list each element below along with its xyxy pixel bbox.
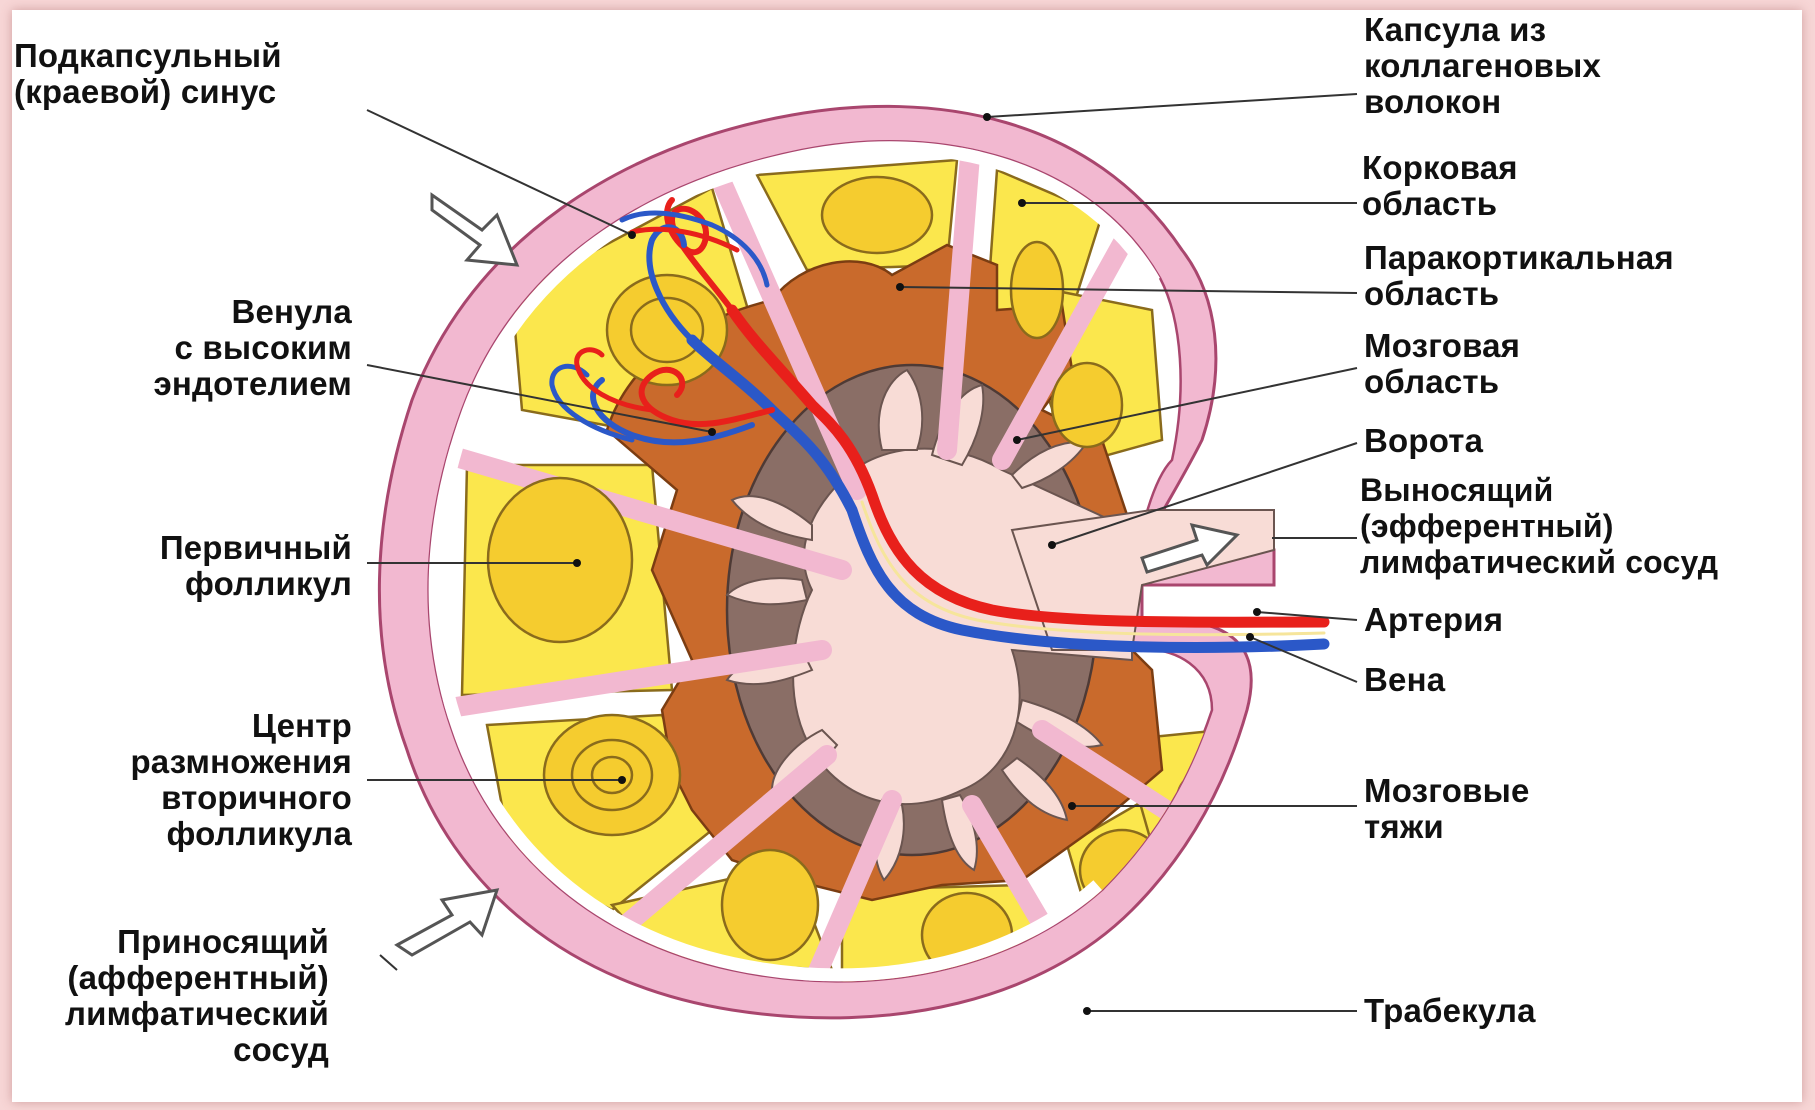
label-medulla: Мозговая область [1364, 328, 1520, 400]
label-trabecula: Трабекула [1364, 993, 1536, 1029]
label-vein: Вена [1364, 662, 1445, 698]
label-primary-follicle: Первичный фолликул [52, 530, 352, 602]
label-cortex: Корковая область [1362, 150, 1518, 222]
label-artery: Артерия [1364, 602, 1503, 638]
label-hev: Венула с высоким эндотелием [52, 294, 352, 402]
label-medullary-cords: Мозговые тяжи [1364, 773, 1530, 845]
label-paracortex: Паракортикальная область [1364, 240, 1674, 312]
lymph-node-figure: Подкапсульный (краевой) синус Венула с в… [12, 10, 1802, 1102]
label-afferent-vessel: Приносящий (афферентный) лимфатический с… [12, 924, 329, 1068]
label-germinal-center: Центр размножения вторичного фолликула [42, 708, 352, 852]
label-efferent-vessel: Выносящий (эфферентный) лимфатический со… [1360, 472, 1718, 580]
label-hilum: Ворота [1364, 423, 1483, 459]
label-subcapsular-sinus: Подкапсульный (краевой) синус [14, 38, 282, 110]
label-capsule: Капсула из коллагеновых волокон [1364, 12, 1601, 120]
